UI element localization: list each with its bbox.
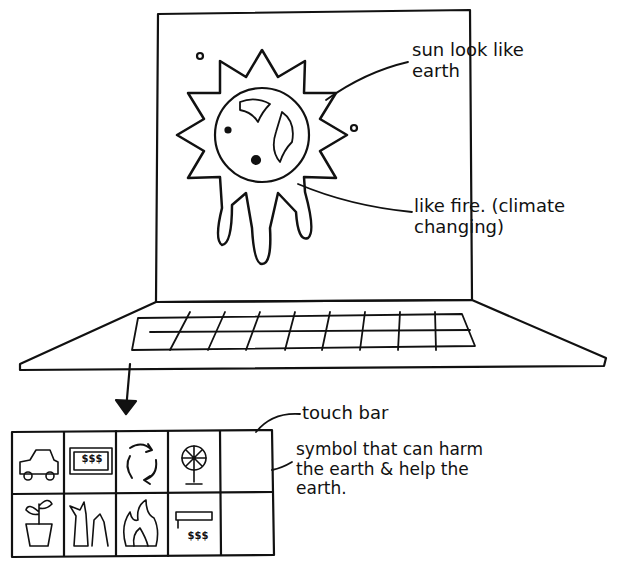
earth-globe (215, 88, 309, 182)
money-icon (70, 448, 112, 474)
tree-stumps-icon (70, 502, 108, 546)
callout-note: like fire. (climate changing) (414, 196, 614, 237)
burning-sun (177, 50, 347, 264)
callout-note: sun look like earth (412, 40, 532, 81)
money-symbol: $$$ (76, 453, 108, 465)
money-symbol: $$$ (182, 530, 214, 542)
recycle-icon (127, 444, 156, 484)
callout-note: touch bar (302, 403, 422, 424)
arrow-head (116, 400, 136, 414)
fan-icon (182, 446, 206, 484)
keyboard (132, 312, 475, 350)
spark-dot (197, 53, 203, 59)
potted-plant-icon (26, 500, 52, 546)
fire-icon (124, 500, 158, 546)
earth-island (252, 156, 260, 164)
callout-note: symbol that can harm the earth & help th… (296, 440, 501, 499)
desk-bill-icon (176, 512, 212, 528)
earth-island (226, 128, 231, 133)
earth-continents (240, 99, 293, 162)
leader-line (326, 62, 408, 100)
leader-line (298, 184, 412, 212)
car-icon (20, 450, 58, 480)
leader-line (272, 462, 292, 470)
laptop-base (20, 300, 606, 370)
touch-bar-grid (12, 430, 274, 557)
spark-dot (351, 125, 357, 131)
